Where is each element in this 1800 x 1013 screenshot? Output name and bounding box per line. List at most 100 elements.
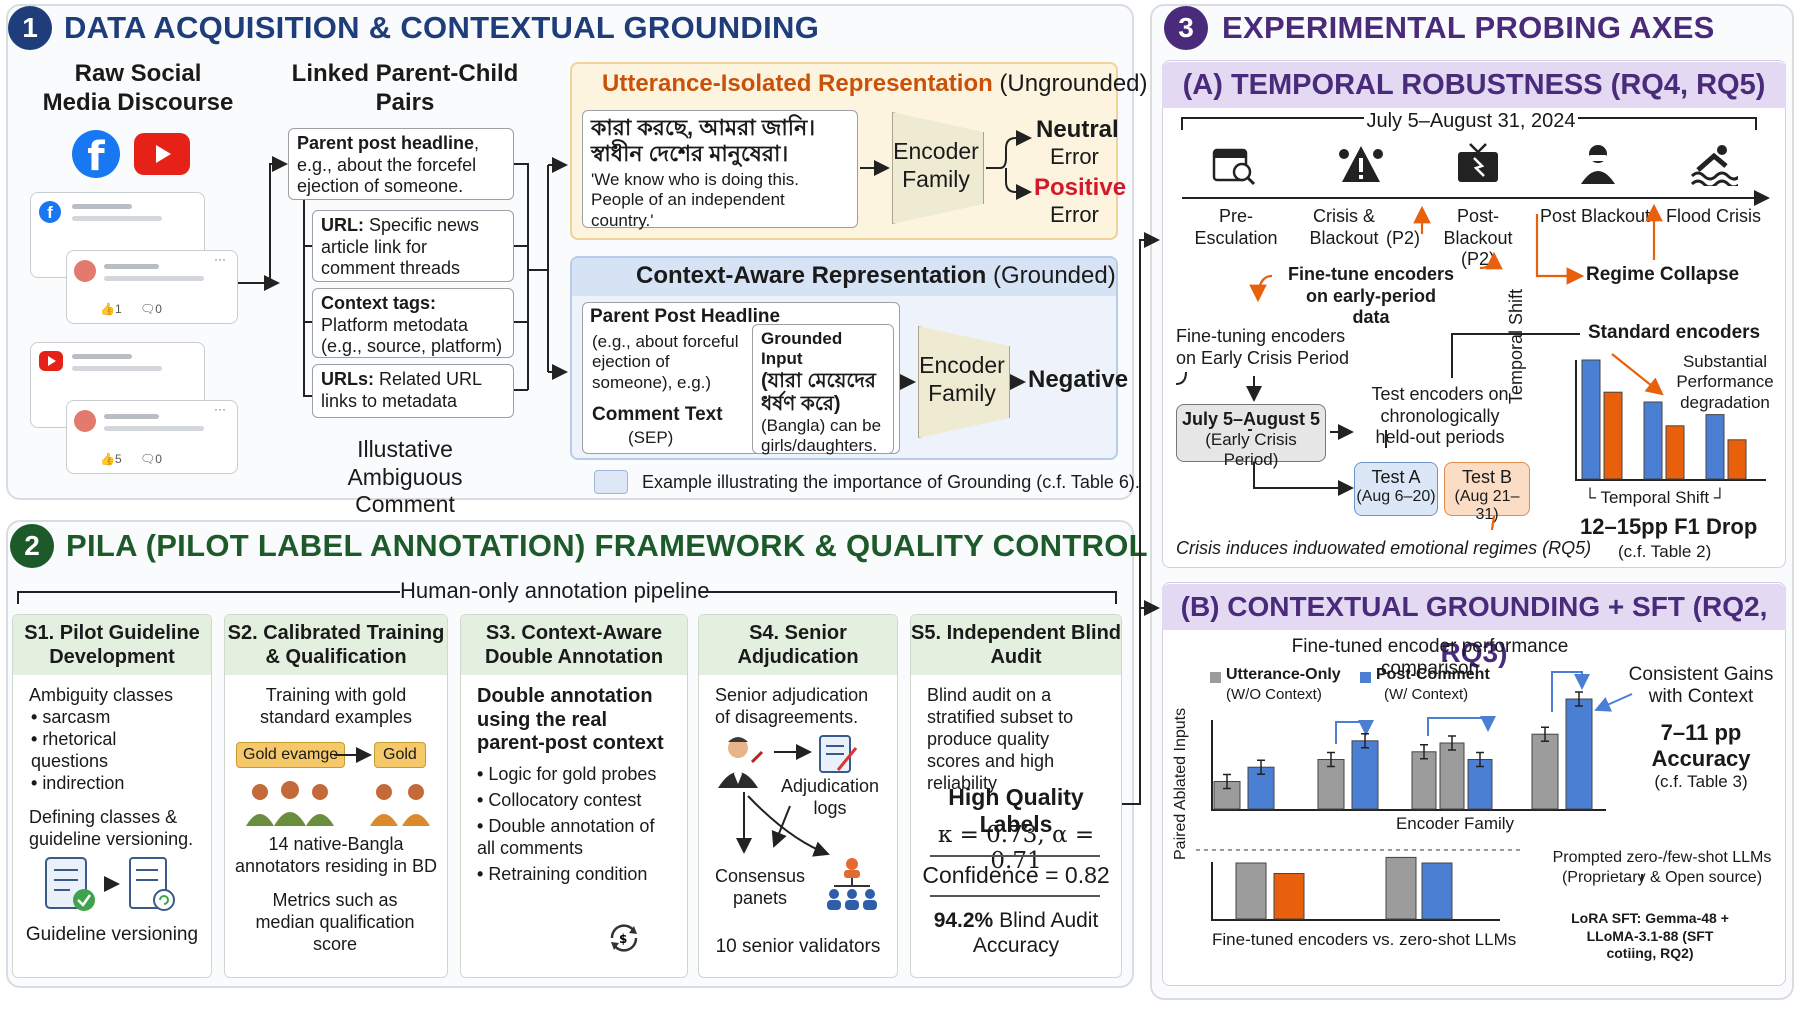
event-post-blackout: Post Blackout <box>1540 206 1651 226</box>
f1-drop-label: 12–15pp F1 Drop <box>1580 514 1758 539</box>
qualification-metrics-label: Metrics such as median qualification sco… <box>255 890 415 954</box>
step-s2-title: S2. Calibrated Training & Qualification <box>225 615 447 675</box>
standard-encoders-label: Standard encoders <box>1588 322 1761 343</box>
step-s5-intro: Blind audit on a stratified subset to pr… <box>927 685 1074 793</box>
temporal-title: (A) TEMPORAL ROBUSTNESS (RQ4, RQ5) <box>1162 62 1786 108</box>
finetune-early-label: Fine-tuning encoders on Early Crisis Per… <box>1176 326 1350 368</box>
flood-swimmer-icon <box>1690 142 1742 191</box>
parent-headline-example: (e.g., about forceful ejection of someon… <box>592 332 739 392</box>
avatar <box>74 260 96 282</box>
early-period-box: July 5–August 5 (Early Crisis Period) <box>1176 404 1326 469</box>
error-label: Error <box>1050 144 1099 169</box>
like-count: 👍1 <box>100 302 122 316</box>
step-s4-title: S4. Senior Adjudication <box>699 615 897 675</box>
step-s3-card: S3. Context-Aware Double Annotation Doub… <box>460 614 688 978</box>
list-item: Collocatory contest <box>477 790 671 812</box>
gold-tag: Gold evamge <box>236 742 346 768</box>
temporal-shift-yaxis: Temporal Shift <box>1506 288 1526 404</box>
annotators-label: 14 native-Bangla annotators residing in … <box>234 834 438 876</box>
checklist-icon <box>44 856 100 919</box>
section-3-number: 3 <box>1164 6 1208 50</box>
parent-post-box: Parent post headline, e.g., about the fo… <box>288 128 514 200</box>
list-item: indirection <box>31 773 195 795</box>
context-aware-title: Context-Aware Representation (Grounded) <box>636 262 1116 289</box>
error-label: Error <box>1050 202 1099 227</box>
event-pre-escalation: Pre-Esculation <box>1194 206 1278 248</box>
legend-post-comment: Post-Comment <box>1376 666 1490 683</box>
step-s3-intro: Double annotation using the real parent-… <box>477 685 664 755</box>
urls-box: URLs: Related URL links to metadata <box>312 364 514 418</box>
step-s5-card: S5. Independent Blind Audit Blind audit … <box>910 614 1122 978</box>
negative-label: Negative <box>1028 366 1129 393</box>
f1-drop-ref: (c.f. Table 2) <box>1618 542 1712 561</box>
text-line-placeholder <box>72 204 132 209</box>
context-tags-box: Context tags: Platform metodata (e.g., s… <box>312 288 514 358</box>
isolated-comment-box: কারা করছে, আমরা জানি। স্বাধীন দেশের মানু… <box>582 110 858 230</box>
annotators-group-icon <box>240 778 340 833</box>
divider <box>930 855 1100 857</box>
text-line-placeholder <box>72 216 162 221</box>
llm-note: Prompted zero-/few-shot LLMs (Proprietar… <box>1552 849 1772 886</box>
linked-pairs-title: Linked Parent-Child Pairs <box>291 60 519 116</box>
high-quality-labels: High Quality Labels <box>948 784 1084 837</box>
test-a-box: Test A (Aug 6–20) <box>1354 462 1438 516</box>
facebook-small-icon: f <box>39 201 61 223</box>
list-item: Double annotation of all comments <box>477 816 671 860</box>
encoders-vs-llms-label: Fine-tuned encoders vs. zero-shot LLMs <box>1212 930 1517 949</box>
comment-count: 🗨0 <box>140 302 162 316</box>
comment-text-label: Comment Text <box>592 404 723 425</box>
adjudication-logs-label: Adjudication logs <box>780 776 880 818</box>
encoder-family-label: Encoder Family <box>893 138 979 192</box>
section-3-title: EXPERIMENTAL PROBING AXES <box>1222 10 1715 45</box>
parent-headline-label: Parent Post Headline <box>590 306 781 327</box>
test-b-box: Test B (Aug 21–31) <box>1444 462 1530 523</box>
step-s1-intro: Ambiguity classes <box>29 685 174 705</box>
gold-tag: Gold <box>374 742 426 768</box>
retrain-cycle-icon: $ <box>604 918 644 963</box>
legend-swatch-gray <box>1210 672 1221 683</box>
blind-audit-accuracy: 94.2% Blind Audit Accuracy <box>933 909 1099 958</box>
legend-swatch-blue <box>1360 672 1371 683</box>
qualified-group-icon <box>366 778 436 833</box>
grounded-input-box: Grounded Input (যারা মেয়েদের ধর্ষণ করে)… <box>752 324 894 455</box>
text-line-placeholder <box>72 366 162 371</box>
grounding-legend-swatch <box>594 470 628 494</box>
encoder-family-label: Encoder Family <box>919 352 1005 406</box>
legend-utterance-sub: (W/O Context) <box>1226 686 1322 703</box>
event-flood-crisis: Flood Crisis <box>1666 206 1762 226</box>
encoder-family-block <box>892 112 984 224</box>
consensus-panels-label: Consensus panets <box>714 866 806 908</box>
section-1-number: 1 <box>8 6 52 50</box>
grounding-title: (B) CONTEXTUAL GROUNDING + SFT (RQ2, RQ3… <box>1162 584 1786 668</box>
lora-note: LoRA SFT: Gemma-48 + LLoMA-3.1-88 (SFT c… <box>1571 910 1729 961</box>
finetune-note: Fine-tune encoders on early-period data <box>1287 264 1455 328</box>
list-item: Retraining condition <box>477 864 671 886</box>
positive-label: Positive <box>1034 174 1127 201</box>
test-description: Test encoders on chronologically held-ou… <box>1371 384 1509 448</box>
confidence-value: Confidence = 0.82 <box>922 862 1110 888</box>
facebook-logo-icon: f <box>72 130 120 180</box>
crisis-note: Crisis induces induowated emotional regi… <box>1176 538 1592 558</box>
document-version-icon <box>124 856 180 919</box>
degradation-label: Substantial Performance degradation <box>1676 352 1774 412</box>
step-s1-card: S1. Pilot Guideline Development Ambiguit… <box>12 614 212 978</box>
senior-validators-label: 10 senior validators <box>715 936 881 957</box>
utterance-isolated-title: Utterance-Isolated Representation (Ungro… <box>602 70 1148 97</box>
text-line-placeholder <box>104 264 159 269</box>
divider <box>930 895 1100 897</box>
more-icon: ··· <box>214 402 226 416</box>
event-post-blackout-p2: Post-Blackout (P2) <box>1443 206 1513 270</box>
org-chart-icon <box>824 856 880 917</box>
youtube-logo-icon <box>134 133 190 175</box>
step-s3-title: S3. Context-Aware Double Annotation <box>461 615 687 675</box>
avatar <box>74 410 96 432</box>
like-count: 👍5 <box>100 452 122 466</box>
step-s4-intro: Senior adjudication of disagreements. <box>715 685 869 727</box>
encoder-family-xaxis: Encoder Family <box>1395 814 1515 833</box>
event-crisis-blackout: Crisis & Blackout <box>1309 206 1379 248</box>
list-item: sarcasm <box>31 707 195 729</box>
temporal-shift-xaxis: └ Temporal Shift ┘ <box>1584 488 1726 507</box>
section-2-number: 2 <box>10 524 54 568</box>
accuracy-gain-label: 7–11 pp Accuracy <box>1651 720 1751 771</box>
section-2-title: PILA (PILOT LABEL ANNOTATION) FRAMEWORK … <box>66 528 1148 563</box>
